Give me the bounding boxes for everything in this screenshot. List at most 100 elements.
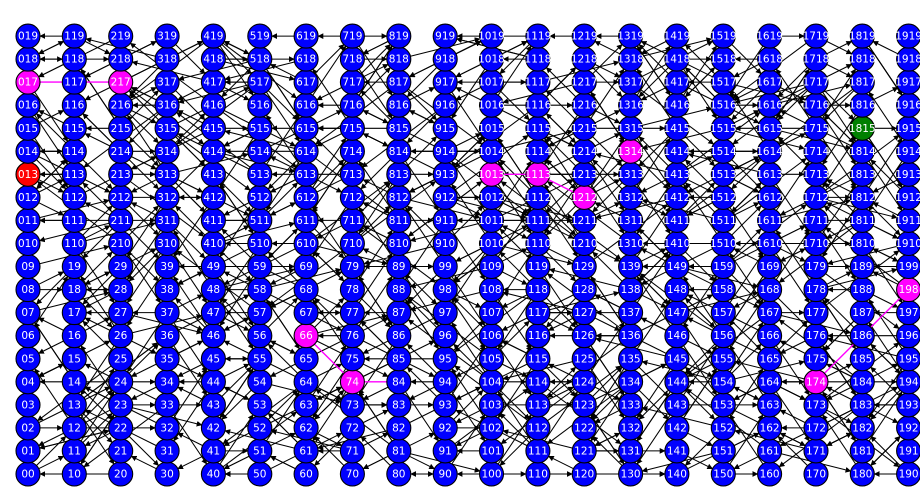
graph-node: 914	[432, 138, 458, 164]
graph-node: 172	[803, 415, 829, 441]
graph-node: 93	[432, 392, 458, 418]
graph-edge	[82, 251, 113, 282]
graph-edge	[499, 320, 530, 351]
graph-edge	[780, 133, 806, 147]
graph-edge	[267, 297, 299, 328]
node-label: 115	[528, 353, 548, 365]
node-label: 150	[713, 469, 733, 481]
node-label: 710	[342, 238, 362, 250]
graph-node: 414	[200, 138, 226, 164]
node-label: 66	[299, 330, 313, 342]
graph-node: 14	[61, 369, 87, 395]
graph-node: 014	[15, 138, 41, 164]
graph-node: 917	[432, 69, 458, 95]
graph-edge	[453, 297, 484, 328]
graph-edge	[82, 182, 113, 213]
graph-node: 00	[15, 461, 41, 487]
graph-node: 186	[849, 323, 875, 349]
graph-node: 161	[757, 438, 783, 464]
graph-node: 318	[154, 46, 180, 72]
graph-edge	[544, 184, 578, 234]
node-label: 54	[253, 376, 267, 388]
graph-edge	[223, 363, 250, 377]
graph-node: 164	[757, 369, 783, 395]
graph-node: 194	[896, 369, 920, 395]
node-label: 111	[64, 215, 84, 227]
graph-edge	[126, 322, 161, 373]
graph-edge	[868, 137, 903, 188]
node-label: 88	[392, 284, 405, 296]
graph-node: 182	[849, 415, 875, 441]
node-label: 81	[392, 445, 405, 457]
node-label: 914	[435, 146, 455, 158]
node-label: 138	[621, 284, 641, 296]
node-circle	[293, 23, 319, 49]
graph-node: 91	[432, 438, 458, 464]
graph-edge	[497, 368, 532, 419]
graph-node: 149	[664, 253, 690, 280]
node-label: 113	[64, 169, 84, 181]
graph-node: 1419	[664, 23, 690, 49]
graph-edge	[497, 414, 532, 465]
graph-node: 819	[386, 23, 412, 49]
node-label: 1713	[803, 169, 830, 181]
graph-edge	[36, 113, 67, 144]
graph-edge	[729, 45, 764, 96]
graph-node: 111	[61, 207, 87, 233]
graph-node: 012	[15, 184, 41, 210]
graph-edge	[499, 412, 530, 443]
graph-edge	[408, 110, 435, 124]
node-label: 170	[806, 469, 826, 481]
graph-node: 212	[108, 184, 134, 210]
node-label: 110	[64, 238, 84, 250]
graph-edge	[548, 386, 575, 400]
graph-node: 77	[339, 300, 365, 326]
node-label: 72	[346, 422, 359, 434]
node-label: 1618	[756, 54, 783, 66]
graph-node: 133	[618, 392, 644, 418]
graph-node: 617	[293, 69, 319, 95]
graph-node: 50	[247, 461, 273, 487]
graph-node: 118	[525, 277, 551, 303]
node-label: 1414	[664, 146, 691, 158]
node-label: 195	[899, 353, 919, 365]
node-label: 413	[203, 169, 223, 181]
graph-edge	[312, 206, 347, 257]
node-label: 1514	[710, 146, 737, 158]
graph-edge	[684, 297, 716, 328]
graph-edge	[868, 45, 903, 96]
node-label: 157	[713, 307, 733, 319]
node-label: 1417	[664, 77, 691, 89]
graph-edge	[501, 294, 528, 308]
graph-node: 36	[154, 323, 180, 349]
node-label: 317	[157, 77, 177, 89]
graph-edge	[221, 389, 252, 420]
node-label: 1513	[710, 169, 737, 181]
node-label: 1116	[525, 100, 552, 112]
graph-node: 143	[664, 392, 690, 418]
graph-edge	[824, 297, 855, 328]
graph-edge	[131, 110, 157, 124]
node-label: 412	[203, 192, 223, 204]
graph-node: 153	[710, 392, 736, 418]
graph-node: 06	[15, 323, 41, 349]
node-label: 1311	[617, 215, 644, 227]
node-label: 1916	[895, 100, 920, 112]
graph-edge	[777, 67, 808, 98]
graph-edge	[451, 253, 486, 304]
node-label: 44	[207, 376, 221, 388]
graph-edge	[126, 207, 161, 258]
graph-node: 90	[432, 461, 458, 487]
graph-edge	[733, 386, 760, 400]
node-label: 512	[250, 192, 270, 204]
graph-edge	[872, 294, 899, 308]
graph-node: 1218	[571, 46, 598, 72]
graph-edge	[453, 389, 484, 420]
node-label: 1813	[849, 169, 876, 181]
graph-node: 146	[664, 323, 690, 349]
node-label: 29	[114, 261, 127, 273]
graph-edge	[868, 253, 903, 304]
node-label: 1815	[849, 123, 876, 135]
graph-edge	[362, 133, 389, 147]
node-label: 1910	[895, 238, 920, 250]
